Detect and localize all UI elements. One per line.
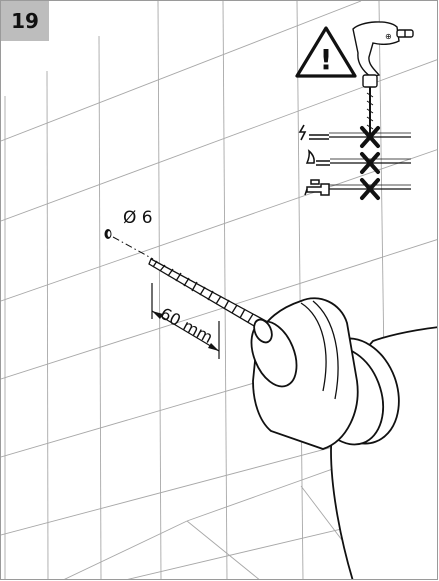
diameter-label: Ø 6	[123, 208, 153, 228]
hazard-electric-row	[298, 124, 411, 148]
drill-hole-mark	[104, 229, 112, 239]
electric-cable-icon	[298, 124, 329, 141]
depth-dimension	[151, 283, 220, 359]
warning-pictogram: ! ⊕	[295, 21, 414, 200]
forbidden-mark-icon	[360, 178, 380, 200]
warning-triangle-icon: !	[295, 26, 357, 78]
hazard-gas-row	[305, 149, 411, 174]
forbidden-mark-icon	[360, 152, 380, 174]
forbidden-mark-icon	[360, 126, 380, 148]
svg-text:⊕: ⊕	[385, 32, 392, 41]
warning-exclamation: !	[320, 43, 333, 76]
drill-body	[250, 297, 437, 579]
step-number-badge: 19	[1, 1, 49, 41]
hazard-water-row	[304, 178, 411, 200]
small-drill-icon: ⊕	[352, 21, 414, 139]
drill-axis-line	[112, 236, 154, 260]
gas-pipe-icon	[305, 149, 330, 166]
water-pipe-icon	[304, 179, 330, 196]
depth-label: 60 mm	[157, 304, 216, 347]
